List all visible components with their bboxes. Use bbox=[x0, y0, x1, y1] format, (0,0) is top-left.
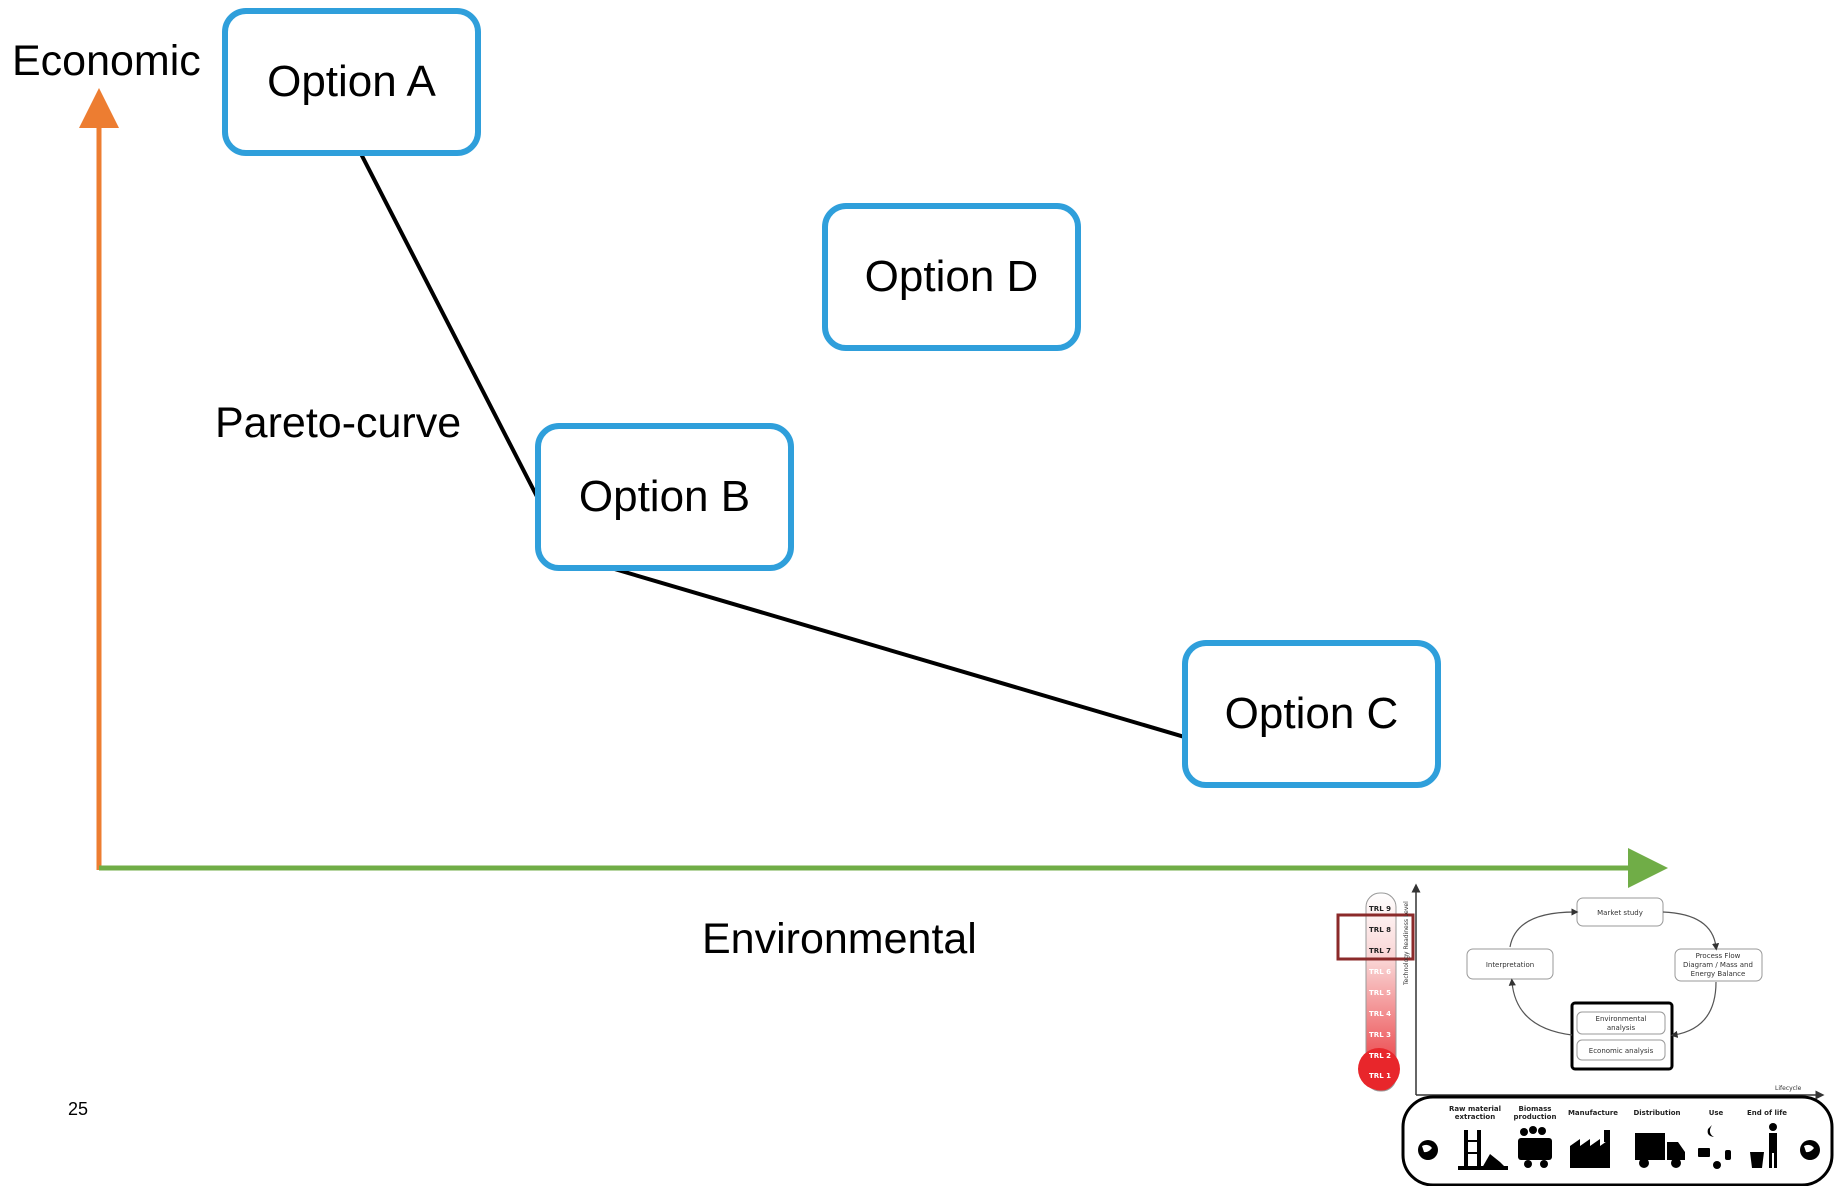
environmental-analysis-label-1: Environmental bbox=[1596, 1015, 1647, 1023]
globe-icon bbox=[1418, 1140, 1438, 1160]
delivery-truck-icon bbox=[1635, 1133, 1685, 1168]
stage-raw-material-2: extraction bbox=[1455, 1113, 1495, 1121]
market-study-label: Market study bbox=[1597, 909, 1643, 917]
environmental-analysis-label-2: analysis bbox=[1607, 1024, 1636, 1032]
trl-level-8: TRL 8 bbox=[1369, 926, 1391, 934]
stage-raw-material-1: Raw material bbox=[1449, 1105, 1501, 1113]
inset-y-axis-label: Technology Readiness Level bbox=[1403, 901, 1410, 986]
stage-biomass-2: production bbox=[1514, 1113, 1557, 1121]
mining-icon bbox=[1458, 1130, 1508, 1170]
process-flow-label-2: Diagram / Mass and bbox=[1683, 961, 1753, 969]
trl-level-9: TRL 9 bbox=[1369, 905, 1391, 913]
economic-analysis-label: Economic analysis bbox=[1589, 1047, 1654, 1055]
option-b-label: Option B bbox=[578, 472, 751, 521]
option-a-box: Option A bbox=[222, 8, 481, 156]
trl-level-4: TRL 4 bbox=[1369, 1010, 1391, 1018]
option-d-label: Option D bbox=[864, 252, 1039, 301]
option-c-label: Option C bbox=[1224, 689, 1399, 738]
trl-level-7: TRL 7 bbox=[1369, 947, 1391, 955]
option-b-box: Option B bbox=[535, 423, 794, 571]
option-a-label: Option A bbox=[267, 57, 436, 106]
lifecycle-strip bbox=[1401, 1095, 1834, 1186]
stage-biomass-1: Biomass bbox=[1519, 1105, 1552, 1113]
trl-thermometer: TRL 9 TRL 8 TRL 7 TRL 6 TRL 5 TRL 4 TRL … bbox=[1336, 892, 1415, 1092]
economic-analysis-node bbox=[1576, 1039, 1666, 1061]
factory-icon bbox=[1570, 1130, 1610, 1168]
trl-highlight-box bbox=[1336, 913, 1415, 961]
truck-logs-icon bbox=[1518, 1126, 1552, 1168]
process-flow-label-3: Energy Balance bbox=[1691, 970, 1746, 978]
y-axis-label: Economic bbox=[12, 37, 201, 85]
x-axis-label: Environmental bbox=[702, 915, 977, 963]
trl-level-5: TRL 5 bbox=[1369, 989, 1391, 997]
inset-x-axis-label: Lifecycle bbox=[1775, 1085, 1802, 1092]
environmental-analysis-node bbox=[1576, 1011, 1666, 1035]
stage-end-of-life: End of life bbox=[1747, 1109, 1787, 1117]
trl-level-6: TRL 6 bbox=[1369, 968, 1391, 976]
trl-level-1: TRL 1 bbox=[1369, 1072, 1391, 1080]
use-icon bbox=[1698, 1125, 1731, 1169]
stage-manufacture: Manufacture bbox=[1568, 1109, 1618, 1117]
end-of-life-icon bbox=[1750, 1123, 1777, 1168]
trl-level-3: TRL 3 bbox=[1369, 1031, 1391, 1039]
stage-distribution: Distribution bbox=[1633, 1109, 1680, 1117]
pareto-curve-label: Pareto-curve bbox=[215, 399, 462, 447]
stage-use: Use bbox=[1709, 1109, 1724, 1117]
page-number: 25 bbox=[68, 1099, 89, 1119]
interpretation-label: Interpretation bbox=[1486, 961, 1534, 969]
option-d-box: Option D bbox=[822, 203, 1081, 351]
option-c-box: Option C bbox=[1182, 640, 1441, 788]
globe-icon-end bbox=[1800, 1140, 1820, 1160]
process-flow-label-1: Process Flow bbox=[1696, 952, 1741, 960]
trl-level-2: TRL 2 bbox=[1369, 1052, 1391, 1060]
